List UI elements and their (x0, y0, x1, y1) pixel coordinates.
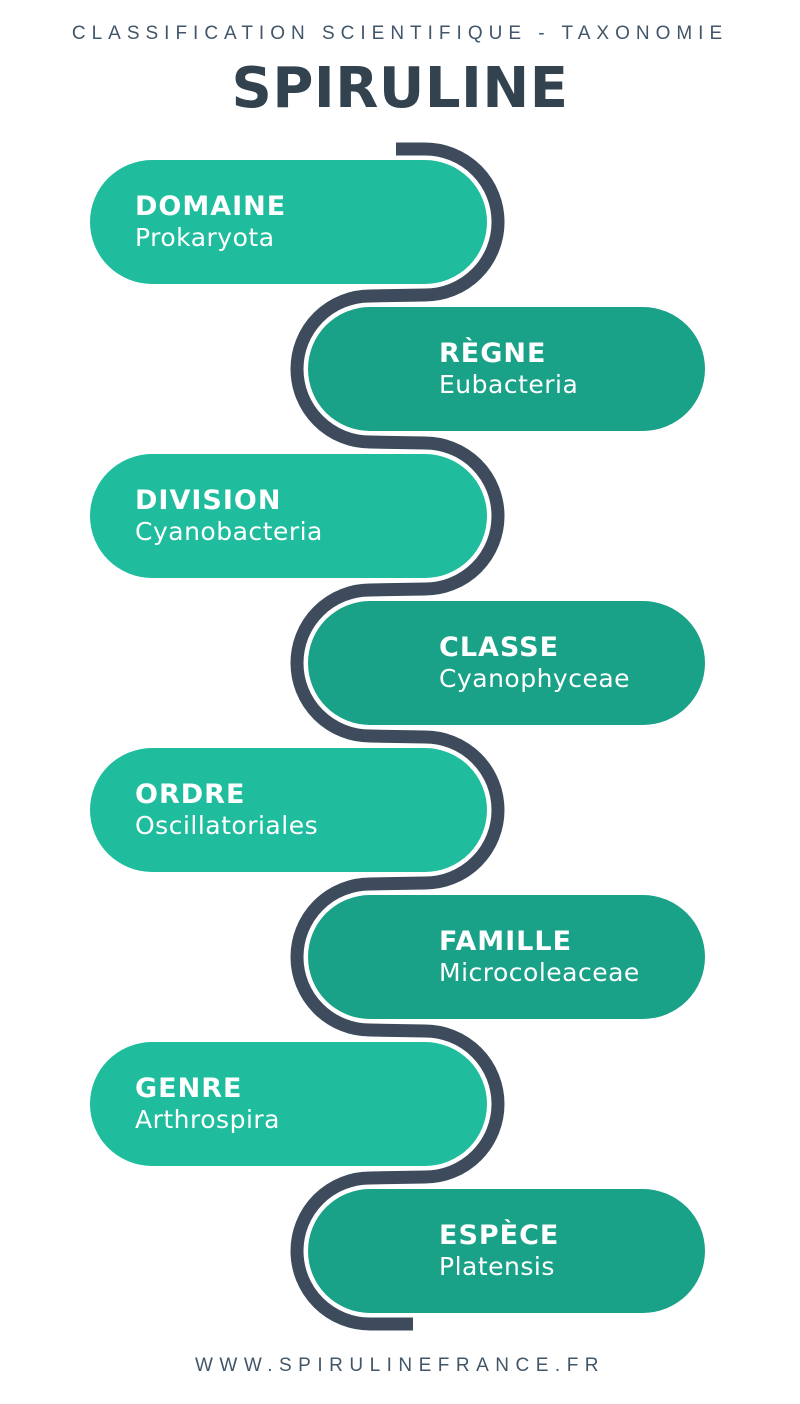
taxonomy-pill-division: DIVISION Cyanobacteria (90, 454, 487, 578)
rank-label: DOMAINE (135, 190, 287, 222)
taxonomy-pill-famille: FAMILLE Microcoleaceae (308, 895, 705, 1019)
rank-label: DIVISION (135, 484, 282, 516)
website-url: WWW.SPIRULINEFRANCE.FR (194, 1355, 606, 1376)
taxonomy-pill-genre: GENRE Arthrospira (90, 1042, 487, 1166)
rank-label: ORDRE (135, 778, 246, 810)
taxon-name: Arthrospira (135, 1105, 280, 1135)
taxonomy-pill-regne: RÈGNE Eubacteria (308, 307, 705, 431)
taxon-name: Microcoleaceae (439, 958, 640, 988)
serpentine-connector-path (290, 142, 505, 1331)
taxonomy-pill-classe: CLASSE Cyanophyceae (308, 601, 705, 725)
taxon-name: Cyanobacteria (135, 517, 323, 547)
classification-subtitle: CLASSIFICATION SCIENTIFIQUE - TAXONOMIE (71, 23, 729, 44)
rank-label: ESPÈCE (439, 1219, 560, 1251)
taxon-name: Platensis (439, 1252, 555, 1282)
page-title: SPIRULINE (231, 56, 569, 121)
taxon-name: Eubacteria (439, 370, 579, 400)
taxon-name: Oscillatoriales (135, 811, 319, 841)
rank-label: FAMILLE (439, 925, 573, 957)
taxonomy-pill-ordre: ORDRE Oscillatoriales (90, 748, 487, 872)
rank-label: RÈGNE (439, 337, 547, 369)
rank-label: GENRE (135, 1072, 243, 1104)
taxon-name: Prokaryota (135, 223, 275, 253)
taxonomy-pill-espece: ESPÈCE Platensis (308, 1189, 705, 1313)
rank-label: CLASSE (439, 631, 560, 663)
taxonomy-pill-domaine: DOMAINE Prokaryota (90, 160, 487, 284)
taxon-name: Cyanophyceae (439, 664, 631, 694)
